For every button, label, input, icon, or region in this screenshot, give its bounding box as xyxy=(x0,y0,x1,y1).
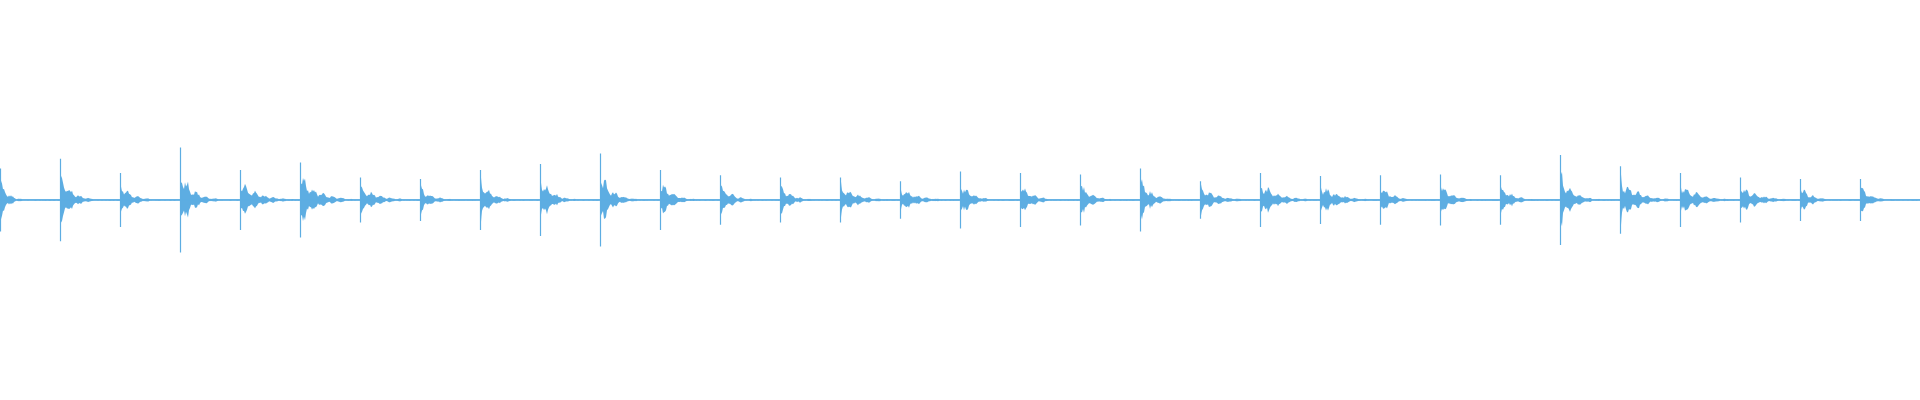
waveform-segment xyxy=(180,175,240,222)
waveform-segment xyxy=(240,183,300,214)
waveform-segment xyxy=(60,173,120,223)
waveform-segment xyxy=(1620,173,1680,225)
waveform-segment xyxy=(1320,186,1380,212)
waveform-segment xyxy=(660,184,720,214)
